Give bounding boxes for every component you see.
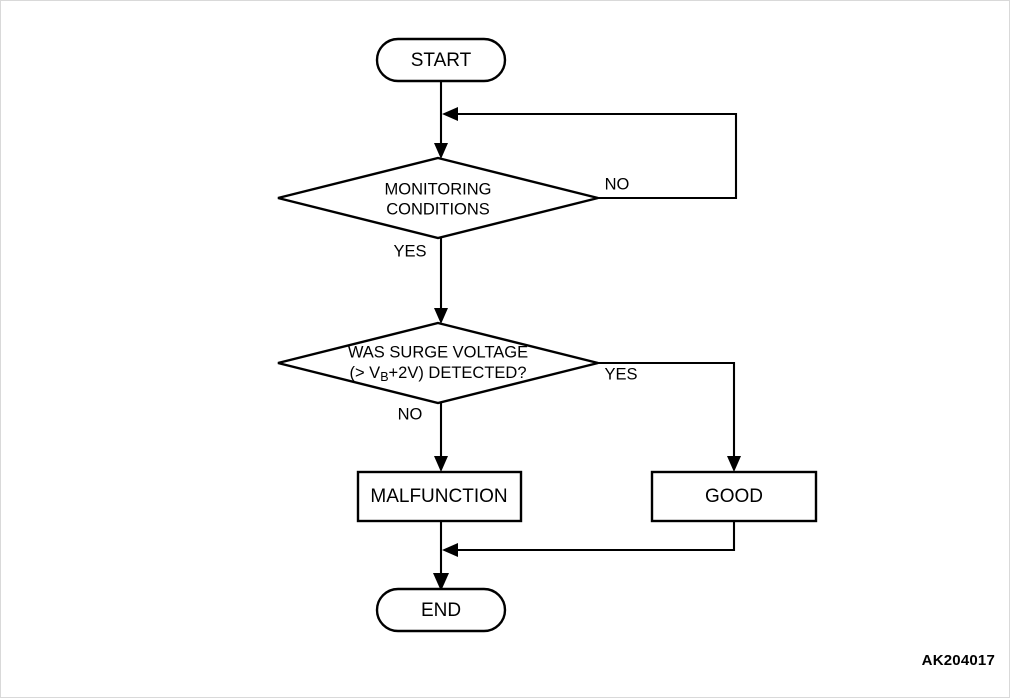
surge-decision-shape bbox=[277, 321, 599, 405]
node-monitoring-conditions[interactable]: MONITORING CONDITIONS bbox=[277, 156, 599, 240]
edge-label-surge-no: NO bbox=[398, 405, 423, 423]
surge-label-line2-subscript: B bbox=[380, 370, 388, 384]
good-box-shape bbox=[650, 470, 818, 523]
end-terminator-shape bbox=[375, 587, 507, 633]
arrowhead-down-end bbox=[433, 573, 449, 591]
end-label: END bbox=[421, 600, 461, 621]
edge-label-monitoring-yes: YES bbox=[393, 242, 426, 260]
surge-label-line2-pre: (> V bbox=[349, 364, 380, 382]
arrowhead-down-surge bbox=[434, 308, 448, 324]
node-good[interactable]: GOOD bbox=[650, 470, 818, 523]
start-terminator-shape bbox=[375, 37, 507, 83]
surge-label-line1: WAS SURGE VOLTAGE bbox=[348, 343, 528, 361]
edge-good-merge-to-end bbox=[442, 521, 736, 557]
edge-monitoring-yes-to-surge bbox=[434, 238, 448, 324]
arrowhead-down-malfunction bbox=[434, 456, 448, 472]
monitoring-label-line2: CONDITIONS bbox=[386, 200, 490, 218]
edge-start-to-monitoring bbox=[434, 81, 448, 159]
monitoring-decision-shape bbox=[277, 156, 599, 240]
node-end[interactable]: END bbox=[375, 587, 507, 633]
good-label: GOOD bbox=[705, 486, 763, 507]
edge-monitoring-no-loopback bbox=[442, 107, 738, 200]
edge-label-surge-yes: YES bbox=[604, 365, 637, 383]
edge-surge-no-to-malfunction bbox=[434, 403, 448, 472]
arrowhead-left-merge bbox=[442, 543, 458, 557]
surge-label-line2-post: +2V) DETECTED? bbox=[389, 364, 527, 382]
monitoring-label-line1: MONITORING bbox=[385, 180, 492, 198]
malfunction-label: MALFUNCTION bbox=[370, 486, 507, 507]
edge-surge-yes-to-good bbox=[598, 361, 741, 472]
figure-code: AK204017 bbox=[921, 652, 995, 669]
node-start[interactable]: START bbox=[375, 37, 507, 83]
arrowhead-down-good bbox=[727, 456, 741, 472]
edge-label-monitoring-no: NO bbox=[605, 175, 630, 193]
malfunction-box-shape bbox=[356, 470, 523, 523]
start-label: START bbox=[411, 50, 472, 71]
edge-malfunction-to-end bbox=[433, 521, 449, 591]
arrowhead-down-monitoring bbox=[434, 143, 448, 159]
node-malfunction[interactable]: MALFUNCTION bbox=[356, 470, 523, 523]
node-surge-voltage[interactable]: WAS SURGE VOLTAGE (> VB+2V) DETECTED? bbox=[277, 321, 599, 405]
surge-label-line2: (> VB+2V) DETECTED? bbox=[349, 364, 526, 384]
arrowhead-left-loopback bbox=[442, 107, 458, 121]
